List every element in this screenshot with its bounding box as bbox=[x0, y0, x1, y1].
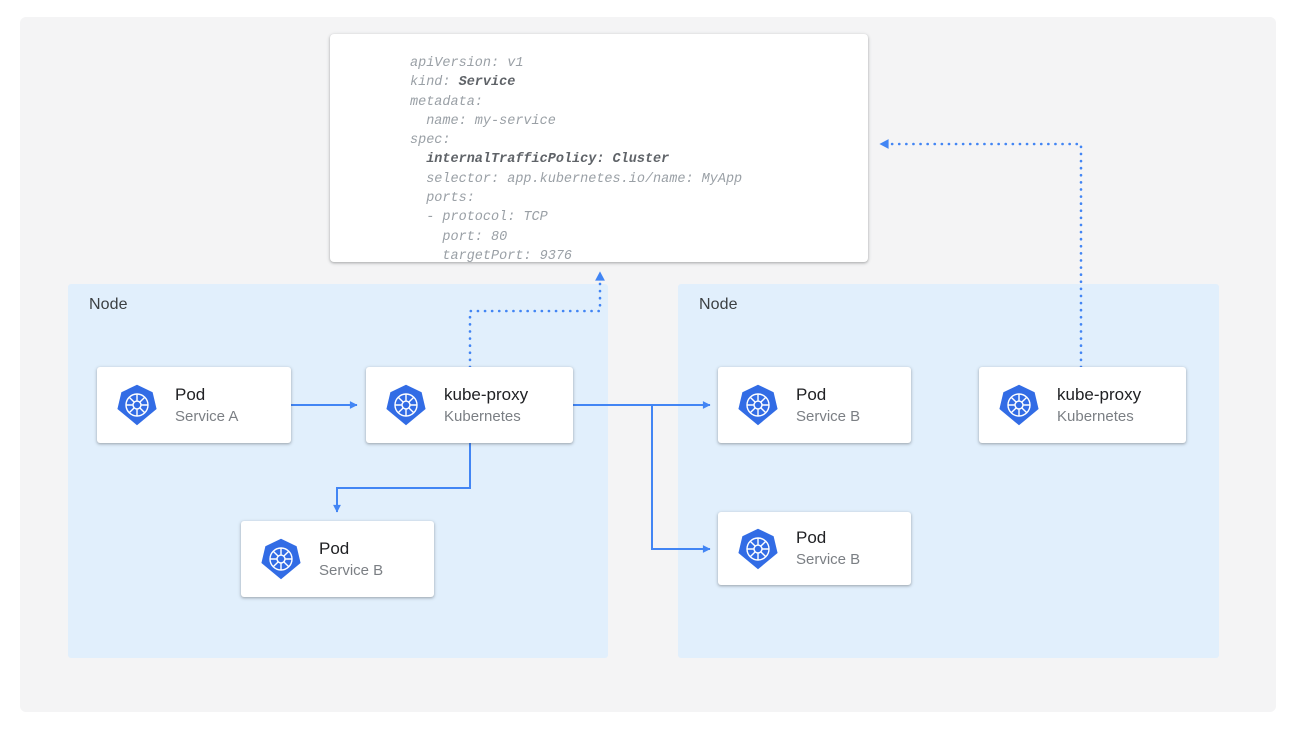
kubernetes-logo-icon bbox=[115, 383, 159, 427]
node-region-right: Node bbox=[678, 284, 1219, 658]
card-text: kube-proxy Kubernetes bbox=[1041, 384, 1186, 427]
card-pod-service-b-bottom-right[interactable]: Pod Service B bbox=[718, 512, 911, 585]
node-region-left: Node bbox=[68, 284, 608, 658]
kubernetes-logo-icon bbox=[736, 527, 780, 571]
card-text: Pod Service B bbox=[780, 527, 911, 570]
card-text: Pod Service A bbox=[159, 384, 291, 427]
card-pod-service-b-top-right[interactable]: Pod Service B bbox=[718, 367, 911, 443]
card-title: Pod bbox=[796, 528, 827, 547]
service-manifest-code: apiVersion: v1 kind: Service metadata: n… bbox=[410, 56, 743, 264]
kubernetes-logo-icon bbox=[384, 383, 428, 427]
card-subtitle: Kubernetes bbox=[1057, 407, 1134, 425]
kubernetes-logo-icon bbox=[997, 383, 1041, 427]
card-title: Pod bbox=[319, 538, 350, 558]
card-subtitle: Service B bbox=[796, 407, 861, 425]
card-title: Pod bbox=[796, 384, 827, 404]
service-manifest-card: apiVersion: v1 kind: Service metadata: n… bbox=[330, 34, 868, 264]
card-text: kube-proxy Kubernetes bbox=[428, 384, 573, 427]
card-pod-service-b-left[interactable]: Pod Service B bbox=[241, 521, 434, 597]
card-subtitle: Service B bbox=[796, 551, 861, 568]
card-subtitle: Service A bbox=[175, 407, 239, 425]
card-title: kube-proxy bbox=[444, 384, 529, 404]
card-title: kube-proxy bbox=[1057, 384, 1142, 404]
card-kube-proxy-left[interactable]: kube-proxy Kubernetes bbox=[366, 367, 573, 443]
node-label-right: Node bbox=[699, 296, 738, 313]
card-text: Pod Service B bbox=[780, 384, 911, 427]
kubernetes-logo-icon bbox=[736, 383, 780, 427]
card-text: Pod Service B bbox=[303, 538, 434, 581]
card-title: Pod bbox=[175, 384, 206, 404]
card-subtitle: Service B bbox=[319, 561, 384, 579]
card-subtitle: Kubernetes bbox=[444, 407, 521, 425]
card-kube-proxy-right[interactable]: kube-proxy Kubernetes bbox=[979, 367, 1186, 443]
kubernetes-logo-icon bbox=[259, 537, 303, 581]
node-label-left: Node bbox=[89, 296, 128, 313]
card-pod-service-a[interactable]: Pod Service A bbox=[97, 367, 291, 443]
